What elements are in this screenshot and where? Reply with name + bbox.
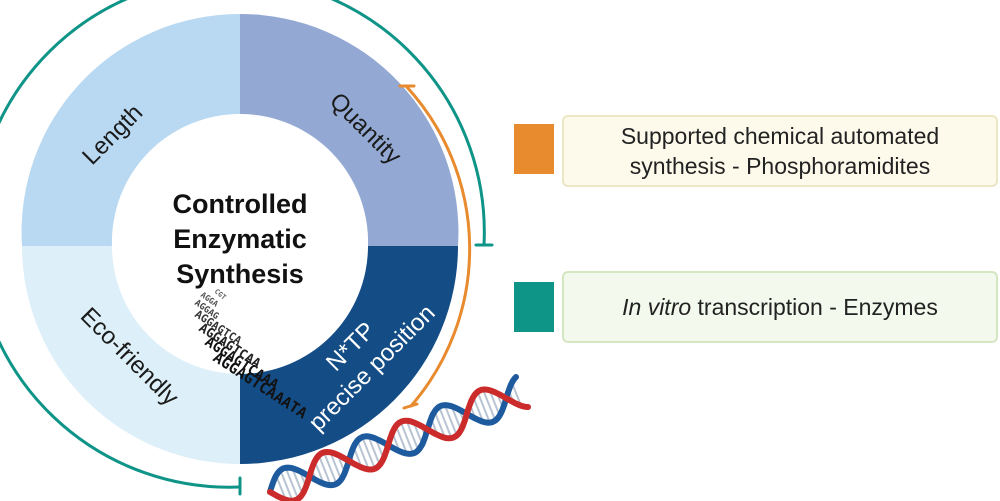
center-title-line2: Enzymatic: [173, 224, 307, 254]
enzymes-legend-swatch: [514, 282, 554, 332]
dna-base-pair: [291, 467, 304, 495]
ring-segment-ntp-position: [240, 246, 458, 464]
chemical-legend-box: Supported chemical automated synthesis -…: [562, 115, 998, 187]
center-title-line3: Synthesis: [176, 259, 304, 289]
ring-segment-quantity: [240, 13, 459, 246]
dna-double-helix-icon: [267, 374, 531, 501]
dna-base-pair: [438, 406, 453, 439]
dna-base-pair: [405, 420, 420, 451]
chemical-legend-line1: Supported chemical automated: [620, 123, 940, 149]
dna-base-pair: [279, 469, 294, 501]
dna-base-pair: [443, 404, 458, 436]
dna-base-pair: [395, 425, 408, 455]
dna-base-pair: [450, 405, 462, 431]
chemical-legend-line2: synthesis - Phosphoramidites: [629, 153, 931, 179]
enzymes-legend-rest: transcription - Enzymes: [691, 294, 938, 320]
center-title-line1: Controlled: [173, 189, 308, 219]
dna-base-pair: [476, 391, 491, 423]
dna-base-pair: [284, 467, 300, 500]
dna-base-pair: [275, 475, 287, 501]
dna-base-pair: [433, 411, 446, 439]
chemical-legend-swatch: [514, 124, 554, 174]
chemical-arc: [404, 84, 472, 408]
dna-base-pair: [317, 455, 332, 486]
dna-base-pair: [399, 421, 415, 454]
dna-base-pair: [361, 436, 376, 470]
enzymes-legend-box: In vitro transcription - Enzymes: [562, 271, 998, 343]
dna-base-pair: [482, 389, 497, 421]
dna-base-pair: [488, 389, 501, 416]
dna-base-pair: [356, 440, 370, 470]
dna-base-pair: [510, 382, 523, 407]
ring-segment-eco-friendly: [22, 246, 240, 464]
center-title: Controlled Enzymatic Synthesis: [173, 189, 308, 289]
enzymes-legend-italic: In vitro: [622, 294, 692, 320]
enzymes-arc: [0, 0, 486, 489]
dna-base-pair: [472, 396, 485, 423]
chemical-arc-end-tick: [402, 402, 419, 410]
chemical-legend-text: Supported chemical automated synthesis -…: [621, 121, 939, 181]
dna-base-pair: [329, 451, 343, 480]
dna-strand-red: [267, 386, 531, 501]
dna-base-pair: [323, 452, 338, 485]
dna-base-pair: [367, 436, 381, 466]
dna-strand-blue: [267, 374, 519, 495]
enzymes-legend-text: In vitro transcription - Enzymes: [622, 292, 938, 322]
ring-segment-length: [21, 13, 240, 246]
